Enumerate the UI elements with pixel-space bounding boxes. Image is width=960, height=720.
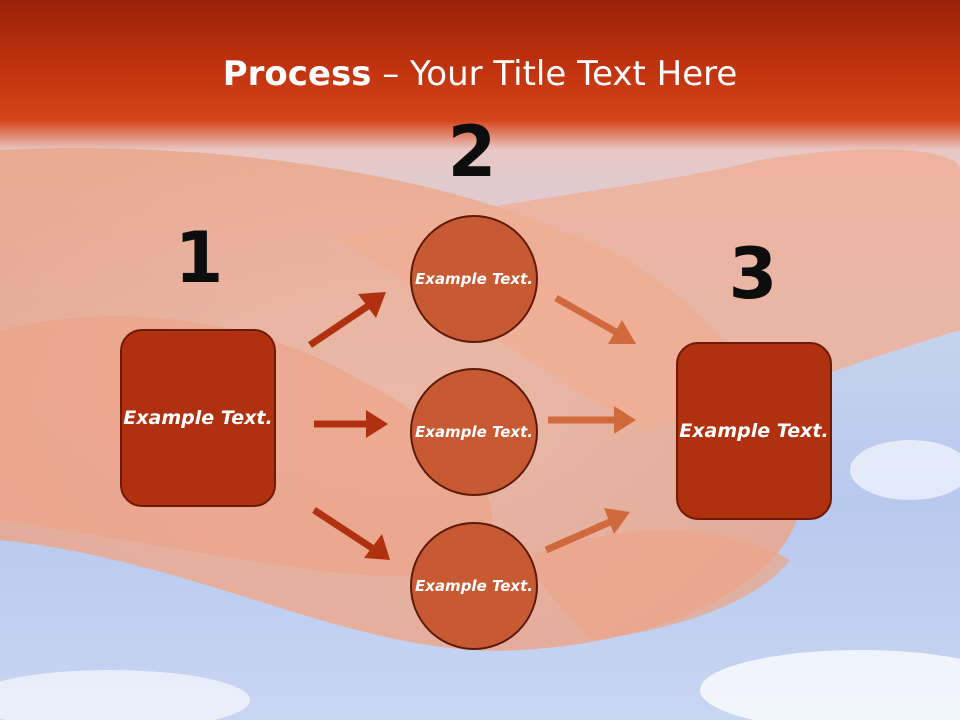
step-number-1: 1 xyxy=(174,217,224,299)
circle-middle[interactable]: Example Text. xyxy=(410,368,538,496)
step-number-2: 2 xyxy=(447,111,497,193)
slide-title[interactable]: Process – Your Title Text Here xyxy=(0,52,960,96)
title-rest-text: – Your Title Text Here xyxy=(371,54,738,94)
circle-bottom[interactable]: Example Text. xyxy=(410,522,538,650)
end-box[interactable]: Example Text. xyxy=(676,342,832,520)
title-bold-text: Process xyxy=(222,54,372,94)
start-box[interactable]: Example Text. xyxy=(120,329,276,507)
circle-top[interactable]: Example Text. xyxy=(410,215,538,343)
step-number-3: 3 xyxy=(728,233,778,315)
title-bar xyxy=(0,0,960,150)
